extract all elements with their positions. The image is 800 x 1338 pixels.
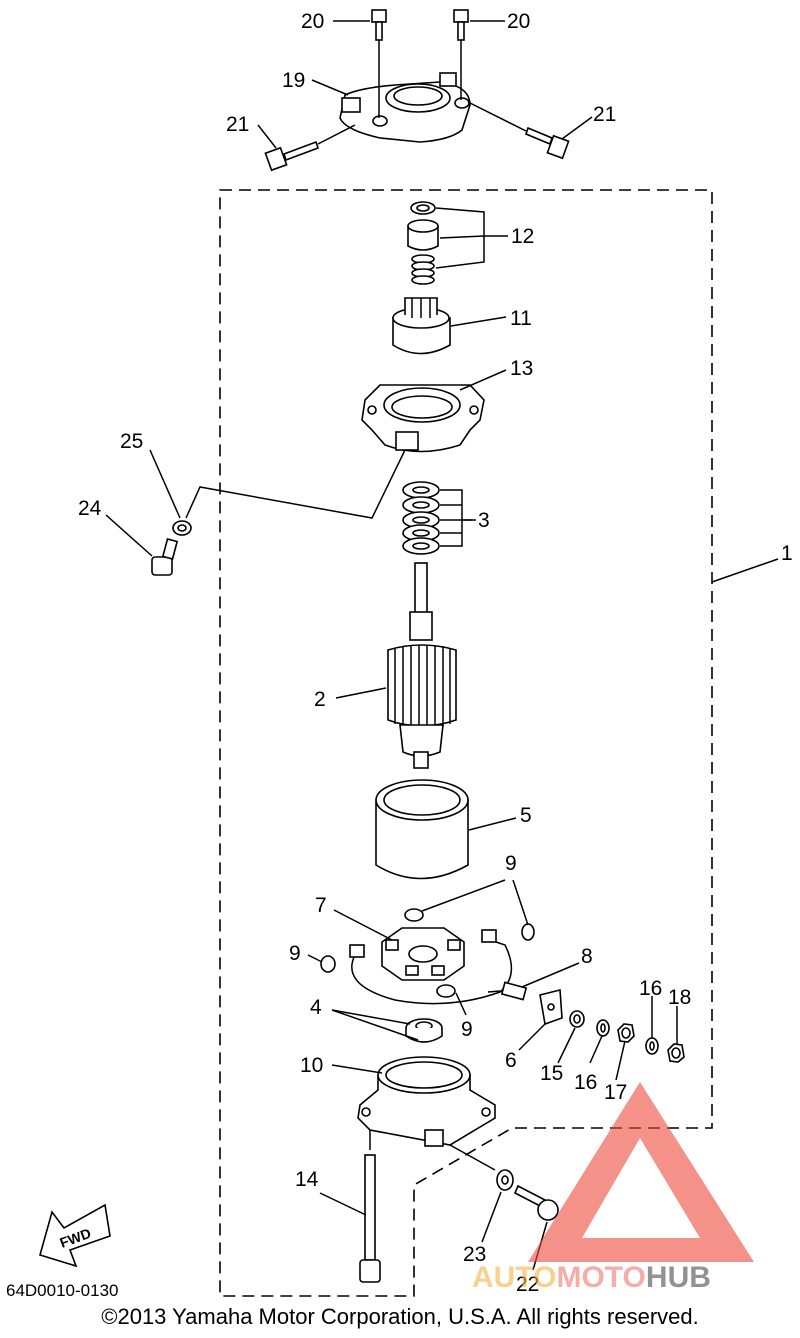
washer-25 bbox=[172, 520, 192, 536]
bolt-21-left bbox=[264, 124, 356, 172]
insulator-6 bbox=[539, 988, 563, 1026]
callout-1: 1 bbox=[781, 542, 793, 565]
bolt-24 bbox=[151, 538, 179, 576]
nut-17 bbox=[617, 1023, 635, 1043]
callout-14: 14 bbox=[295, 1168, 319, 1191]
callout-12: 12 bbox=[511, 225, 534, 248]
bolt-20-left bbox=[371, 9, 387, 118]
stopper-collar bbox=[407, 219, 439, 251]
callout-21-left: 21 bbox=[226, 113, 249, 136]
callout-20-right: 20 bbox=[507, 10, 530, 33]
assembly-outline bbox=[219, 189, 713, 1297]
lock-washer-16-b bbox=[645, 1037, 659, 1055]
screw-9-top bbox=[404, 908, 424, 922]
spring bbox=[411, 254, 435, 285]
bolt-20-right bbox=[453, 9, 469, 100]
callout-9-top: 9 bbox=[505, 852, 517, 875]
copyright-notice: ©2013 Yamaha Motor Corporation, U.S.A. A… bbox=[101, 1304, 699, 1329]
starter-cover-19 bbox=[339, 72, 471, 143]
callout-25: 25 bbox=[120, 430, 143, 453]
armature-2 bbox=[387, 562, 457, 769]
callout-19: 19 bbox=[282, 69, 305, 92]
callout-22: 22 bbox=[516, 1273, 539, 1296]
front-bracket-13 bbox=[361, 384, 485, 453]
bolt-22 bbox=[513, 1184, 559, 1221]
through-bolt-14 bbox=[359, 1154, 381, 1283]
screw-9-left bbox=[320, 955, 336, 973]
brush-right bbox=[481, 929, 497, 943]
nut-18 bbox=[667, 1043, 685, 1063]
callout-24: 24 bbox=[78, 497, 102, 520]
yoke-5 bbox=[375, 779, 469, 880]
callout-6: 6 bbox=[505, 1049, 517, 1072]
callout-4: 4 bbox=[310, 996, 322, 1019]
callout-9-left: 9 bbox=[289, 942, 301, 965]
callout-5: 5 bbox=[520, 804, 532, 827]
screw-9-bottom bbox=[436, 984, 456, 998]
bolt-21-right bbox=[467, 101, 570, 160]
washer-23 bbox=[496, 1169, 514, 1191]
callout-8: 8 bbox=[581, 945, 593, 968]
brush-holder-7 bbox=[381, 927, 465, 981]
callout-17: 17 bbox=[604, 1081, 627, 1104]
watermark-text-hub: HUB bbox=[646, 1261, 711, 1294]
svg-text:AUTOMOTOHUB: AUTOMOTOHUB bbox=[472, 1261, 711, 1294]
callout-21-right: 21 bbox=[593, 103, 616, 126]
washer-4 bbox=[405, 1018, 443, 1043]
clip-ring bbox=[410, 201, 436, 215]
callout-labels: 20 20 19 21 21 12 11 13 25 24 3 1 2 5 9 … bbox=[78, 10, 793, 1296]
callout-9-bottom: 9 bbox=[461, 1018, 473, 1041]
rear-bracket-10 bbox=[357, 1056, 496, 1147]
washer-15 bbox=[569, 1010, 585, 1028]
pinion-gear-11 bbox=[392, 297, 451, 355]
callout-13: 13 bbox=[510, 357, 533, 380]
screw-9-right bbox=[521, 923, 535, 941]
callout-23: 23 bbox=[463, 1243, 486, 1266]
callout-15: 15 bbox=[540, 1062, 563, 1085]
terminal-8 bbox=[487, 981, 528, 1001]
callout-10: 10 bbox=[300, 1054, 323, 1077]
leader-lines bbox=[105, 20, 779, 1271]
callout-16-top: 16 bbox=[639, 977, 662, 1000]
diagram-code: 64D0010-0130 bbox=[6, 1281, 119, 1300]
callout-18: 18 bbox=[668, 986, 691, 1009]
watermark-text-auto: AUTO bbox=[472, 1261, 556, 1294]
watermark-text-moto: MOTO bbox=[556, 1261, 645, 1294]
brush-left bbox=[349, 944, 365, 958]
callout-11: 11 bbox=[510, 307, 532, 330]
callout-7: 7 bbox=[315, 894, 327, 917]
thrust-washers-3 bbox=[402, 481, 440, 555]
callout-20-left: 20 bbox=[301, 10, 324, 33]
watermark-triangle-icon bbox=[528, 1082, 754, 1262]
callout-2: 2 bbox=[314, 688, 326, 711]
callout-3: 3 bbox=[478, 509, 490, 532]
automotohub-watermark-logo: AUTOMOTOHUB bbox=[472, 1082, 754, 1294]
fwd-arrow-icon: FWD bbox=[39, 1203, 111, 1268]
callout-16-bottom: 16 bbox=[574, 1071, 597, 1094]
lock-washer-16 bbox=[596, 1019, 610, 1037]
